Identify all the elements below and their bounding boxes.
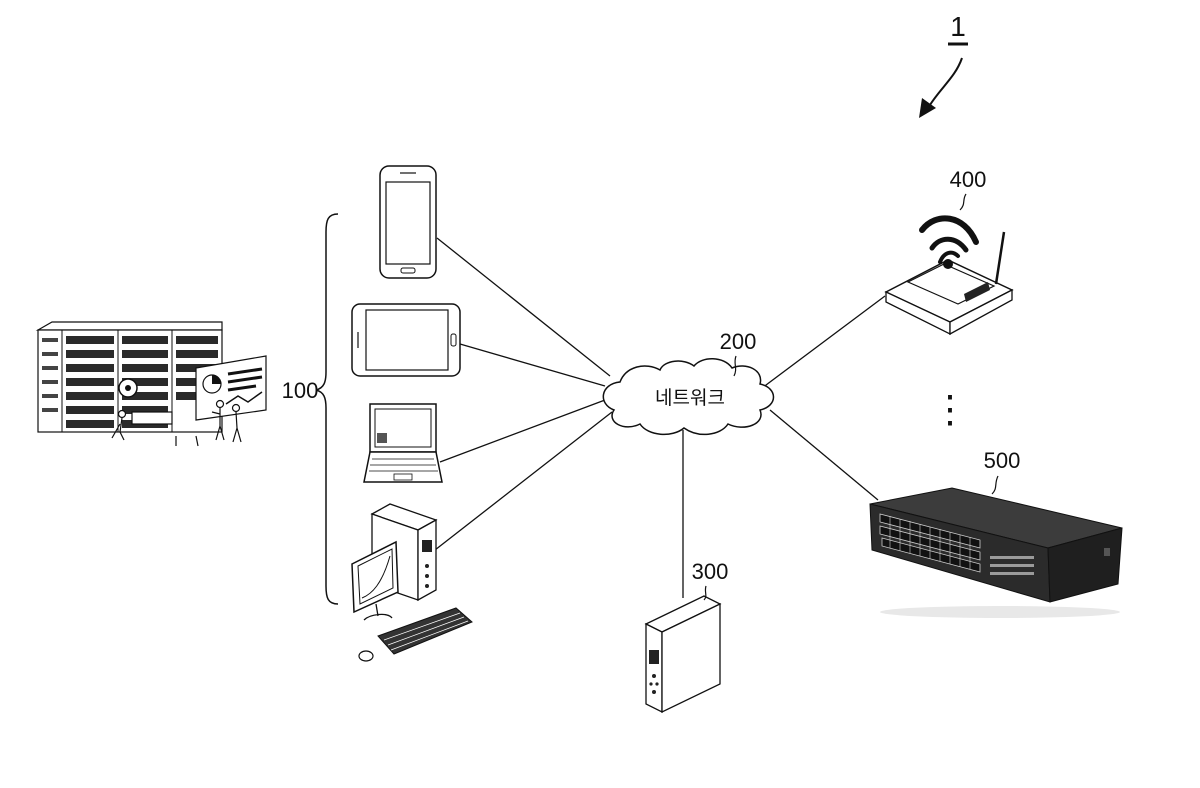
desktop-monitor-stand — [364, 604, 392, 620]
server-ref-label: 300 — [692, 559, 729, 584]
terminal-group-bracket: 100 — [282, 214, 338, 604]
network-switch-icon: 500 — [870, 448, 1122, 618]
rack-device — [132, 412, 172, 424]
router-ref-leader — [960, 194, 966, 210]
smartphone-icon — [380, 166, 436, 278]
terminals-ref-label: 100 — [282, 378, 319, 403]
curly-brace — [316, 214, 338, 604]
system-reference: 1 — [919, 11, 968, 118]
system-ref-arrow — [928, 58, 962, 108]
network-cloud: 네트워크 200 — [603, 329, 773, 434]
link-network-router — [762, 296, 885, 388]
tablet-home-button — [451, 334, 456, 346]
link-phone-network — [437, 238, 610, 376]
server-tower-icon: 300 — [646, 559, 728, 712]
network-ref-label: 200 — [720, 329, 757, 354]
server-front — [646, 624, 662, 712]
router-ref-label: 400 — [950, 167, 987, 192]
network-label: 네트워크 — [655, 387, 725, 409]
ellipsis-text: ⋮ — [931, 389, 969, 431]
system-ref-label: 1 — [950, 11, 966, 42]
switch-ref-label: 500 — [984, 448, 1021, 473]
desktop-computer-icon — [352, 504, 472, 661]
phone-home-button — [401, 268, 415, 273]
router-antenna — [996, 232, 1004, 284]
phone-screen — [386, 182, 430, 264]
switch-ref-leader — [992, 476, 998, 494]
tablet-icon — [352, 304, 460, 376]
link-laptop-network — [440, 400, 605, 462]
router-wifi-signal — [922, 218, 976, 262]
laptop-touchpad — [394, 474, 412, 480]
wireless-router-icon: 400 — [886, 167, 1012, 334]
link-tablet-network — [460, 344, 605, 386]
router-wifi-dot — [943, 259, 953, 269]
rack-gear — [119, 379, 137, 397]
rack-top — [38, 322, 222, 330]
switch-status-leds — [990, 556, 1034, 575]
laptop-icon — [364, 404, 442, 482]
more-devices-ellipsis: ⋮ — [931, 389, 969, 431]
link-network-switch — [770, 410, 878, 500]
laptop-screen-window — [377, 433, 387, 443]
link-desktop-network — [435, 412, 612, 550]
presentation-board — [196, 356, 266, 420]
datacenter-illustration — [38, 322, 266, 446]
switch-shadow — [880, 606, 1120, 618]
switch-side-port — [1104, 548, 1110, 556]
tablet-screen — [366, 310, 448, 370]
desktop-mouse — [359, 651, 373, 661]
desktop-drive-bay — [422, 540, 432, 552]
server-display — [649, 650, 659, 664]
